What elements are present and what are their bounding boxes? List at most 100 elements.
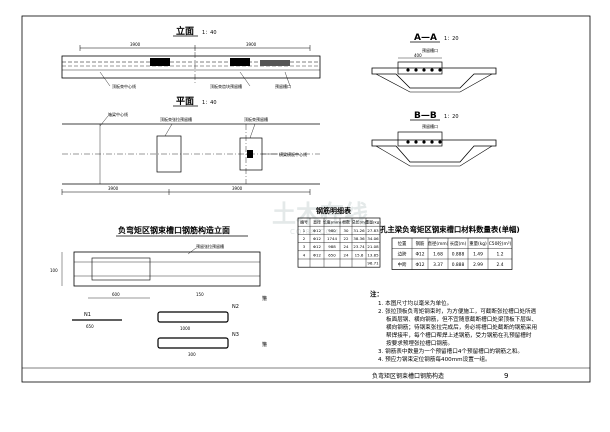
table-cell: 1 — [303, 228, 306, 233]
section-b-slot — [397, 131, 443, 147]
section-b-callout: 预留槽口 — [422, 123, 438, 129]
rebar-table-title: 钢筋明细表 — [316, 206, 352, 215]
table-cell: 24 — [344, 252, 349, 257]
plan-callout-jacking: 顶板束张拉预留槽 — [160, 116, 192, 122]
watermark-sub: COI88.COM — [290, 228, 339, 236]
plan-callout-diaphragm: 横梁横板中心线 — [279, 151, 307, 157]
table-header-cell: C50砼(m³) — [489, 240, 512, 247]
table-cell: 0.888 — [452, 252, 465, 258]
elevation-scale: 1：40 — [202, 30, 217, 36]
elevation-anchor-block — [260, 60, 290, 66]
section-a-slot — [397, 61, 443, 75]
table-cell: 27.83 — [367, 228, 379, 233]
table-header-cell: 长度(m) — [450, 240, 467, 247]
note-line: 横向钢筋；待钢束张拉完成后，务必将槽口处截断的钢筋采用 — [386, 323, 537, 331]
detail-dim-end: 150 — [196, 292, 204, 297]
plan-leader — [164, 123, 173, 137]
elevation-anchor-block — [150, 58, 170, 66]
table-cell: 1.49 — [473, 252, 483, 258]
bar-n3-label: N3 — [232, 332, 239, 338]
elevation-anchor-block — [230, 58, 250, 66]
table-cell: 980 — [328, 228, 336, 233]
note-line: 2. 张拉顶板负弯矩钢束时，为方便施工，可截断张拉槽口处所遇 — [378, 307, 537, 315]
table-header-cell: 直径 — [313, 220, 321, 225]
section-a: A—A 1：20 预留槽口 400 — [371, 33, 497, 93]
table-cell: 34.06 — [367, 236, 379, 241]
table-cell: 22 — [344, 236, 349, 241]
table-cell: 24 — [344, 244, 349, 249]
plan-dim-right: 3900 — [232, 186, 243, 191]
table-cell: 23.74 — [353, 244, 365, 249]
table-header-cell: 位置 — [398, 240, 407, 247]
elevation-dim-left: 3900 — [130, 42, 141, 47]
table-header-cell: 长度(mm) — [323, 220, 342, 225]
elevation-view: 立面 1：40 3900 3900 顶板束中心线 顶板束齿块预留槽 预留槽口 — [61, 25, 321, 89]
plan-title: 平面 — [176, 96, 194, 107]
bar-n1-label: N1 — [84, 312, 91, 318]
section-a-dim-label: 400 — [414, 53, 422, 58]
section-b-rebar — [438, 140, 442, 144]
elevation-leader — [239, 71, 251, 87]
bar-n3-dim: 300 — [188, 352, 196, 357]
table-header-cell: 直径(mm) — [428, 240, 449, 247]
table-cell: Φ12 — [313, 228, 322, 233]
section-a-rebar — [438, 68, 442, 72]
section-a-web — [375, 73, 493, 93]
bar-stirrup-label: 箍 — [262, 295, 267, 302]
material-table: 孔主梁负弯矩区钢束槽口材料数量表(单幅) 位置钢筋直径(mm)长度(m)重量(k… — [380, 225, 520, 270]
table-cell: 38.36 — [353, 236, 365, 241]
note-line: 板面层钢、横向钢筋，但不宜随意截断槽口处梁顶板下层纵、 — [386, 315, 537, 323]
section-b: B—B 1：20 预留槽口 — [371, 111, 497, 167]
table-cell: 650 — [328, 252, 336, 257]
plan-slot — [156, 135, 182, 173]
table-frame — [391, 237, 513, 270]
table-cell: 21.08 — [367, 244, 379, 249]
note-line: 4. 预应力钢束定位钢筋每400mm设置一组。 — [378, 355, 491, 363]
table-cell: 边跨 — [398, 251, 407, 258]
section-a-title: A—A — [414, 33, 437, 43]
plan-callout-center: 箱梁中心线 — [108, 111, 128, 117]
table-cell: 1.2 — [497, 252, 504, 258]
note-line: 3. 钢筋表中数量为一个预留槽口4个预留槽口的钢筋之和。 — [378, 347, 523, 355]
plan-scale: 1：40 — [202, 100, 217, 106]
table-cell: 3.37 — [433, 262, 443, 268]
material-table-title: 孔主梁负弯矩区钢束槽口材料数量表(单幅) — [380, 225, 520, 234]
sheet-number: 9 — [504, 372, 508, 380]
table-cell: 31.26 — [353, 228, 365, 233]
note-line: 1. 本图尺寸均以毫米为单位。 — [378, 299, 452, 307]
detail-view: 负弯矩区钢束槽口钢筋构造立面 预留张拉预留槽 100 600 150 — [50, 225, 261, 299]
table-cell: 15.6 — [355, 252, 364, 257]
section-b-rebar — [406, 140, 410, 144]
bar-n1-dim: 650 — [86, 324, 94, 329]
section-b-scale: 1：20 — [444, 114, 459, 120]
elevation-leader — [284, 71, 291, 87]
section-a-rebar — [422, 68, 426, 72]
table-cell: 4 — [303, 252, 306, 257]
section-a-outline — [371, 67, 497, 89]
title-block: 负弯矩区钢束槽口钢筋构造 9 — [372, 372, 508, 380]
section-b-title: B—B — [414, 111, 437, 121]
detail-dim-length: 600 — [112, 292, 120, 297]
bar-n2 — [157, 311, 229, 323]
section-b-rebar — [414, 140, 418, 144]
plan-anchor — [247, 150, 253, 158]
sheet-title: 负弯矩区钢束槽口钢筋构造 — [372, 372, 444, 380]
section-a-rebar — [430, 68, 434, 72]
bar-shapes: N1 650 N2 1000 N3 300 箍 箍 — [72, 295, 267, 357]
sheet-frame — [21, 15, 591, 383]
table-cell: 988 — [328, 244, 336, 249]
section-b-web — [375, 145, 493, 167]
table-header-cell: 编号 — [300, 220, 308, 225]
table-cell: 中跨 — [398, 261, 407, 268]
table-header-cell: 总长(m) — [352, 220, 367, 225]
plan-dim-left: 3900 — [108, 186, 119, 191]
plan-leader — [249, 123, 256, 139]
elevation-callout-block: 顶板束齿块预留槽 — [210, 83, 242, 89]
notes: 注： 1. 本图尺寸均以毫米为单位。 2. 张拉顶板负弯矩钢束时，为方便施工，可… — [370, 289, 537, 363]
bar-n3 — [157, 337, 229, 349]
section-a-callout: 预留槽口 — [422, 47, 438, 53]
elevation-callout-tendon: 顶板束中心线 — [112, 83, 136, 89]
table-cell: 2 — [303, 236, 306, 241]
table-cell: 2.4 — [497, 262, 504, 268]
